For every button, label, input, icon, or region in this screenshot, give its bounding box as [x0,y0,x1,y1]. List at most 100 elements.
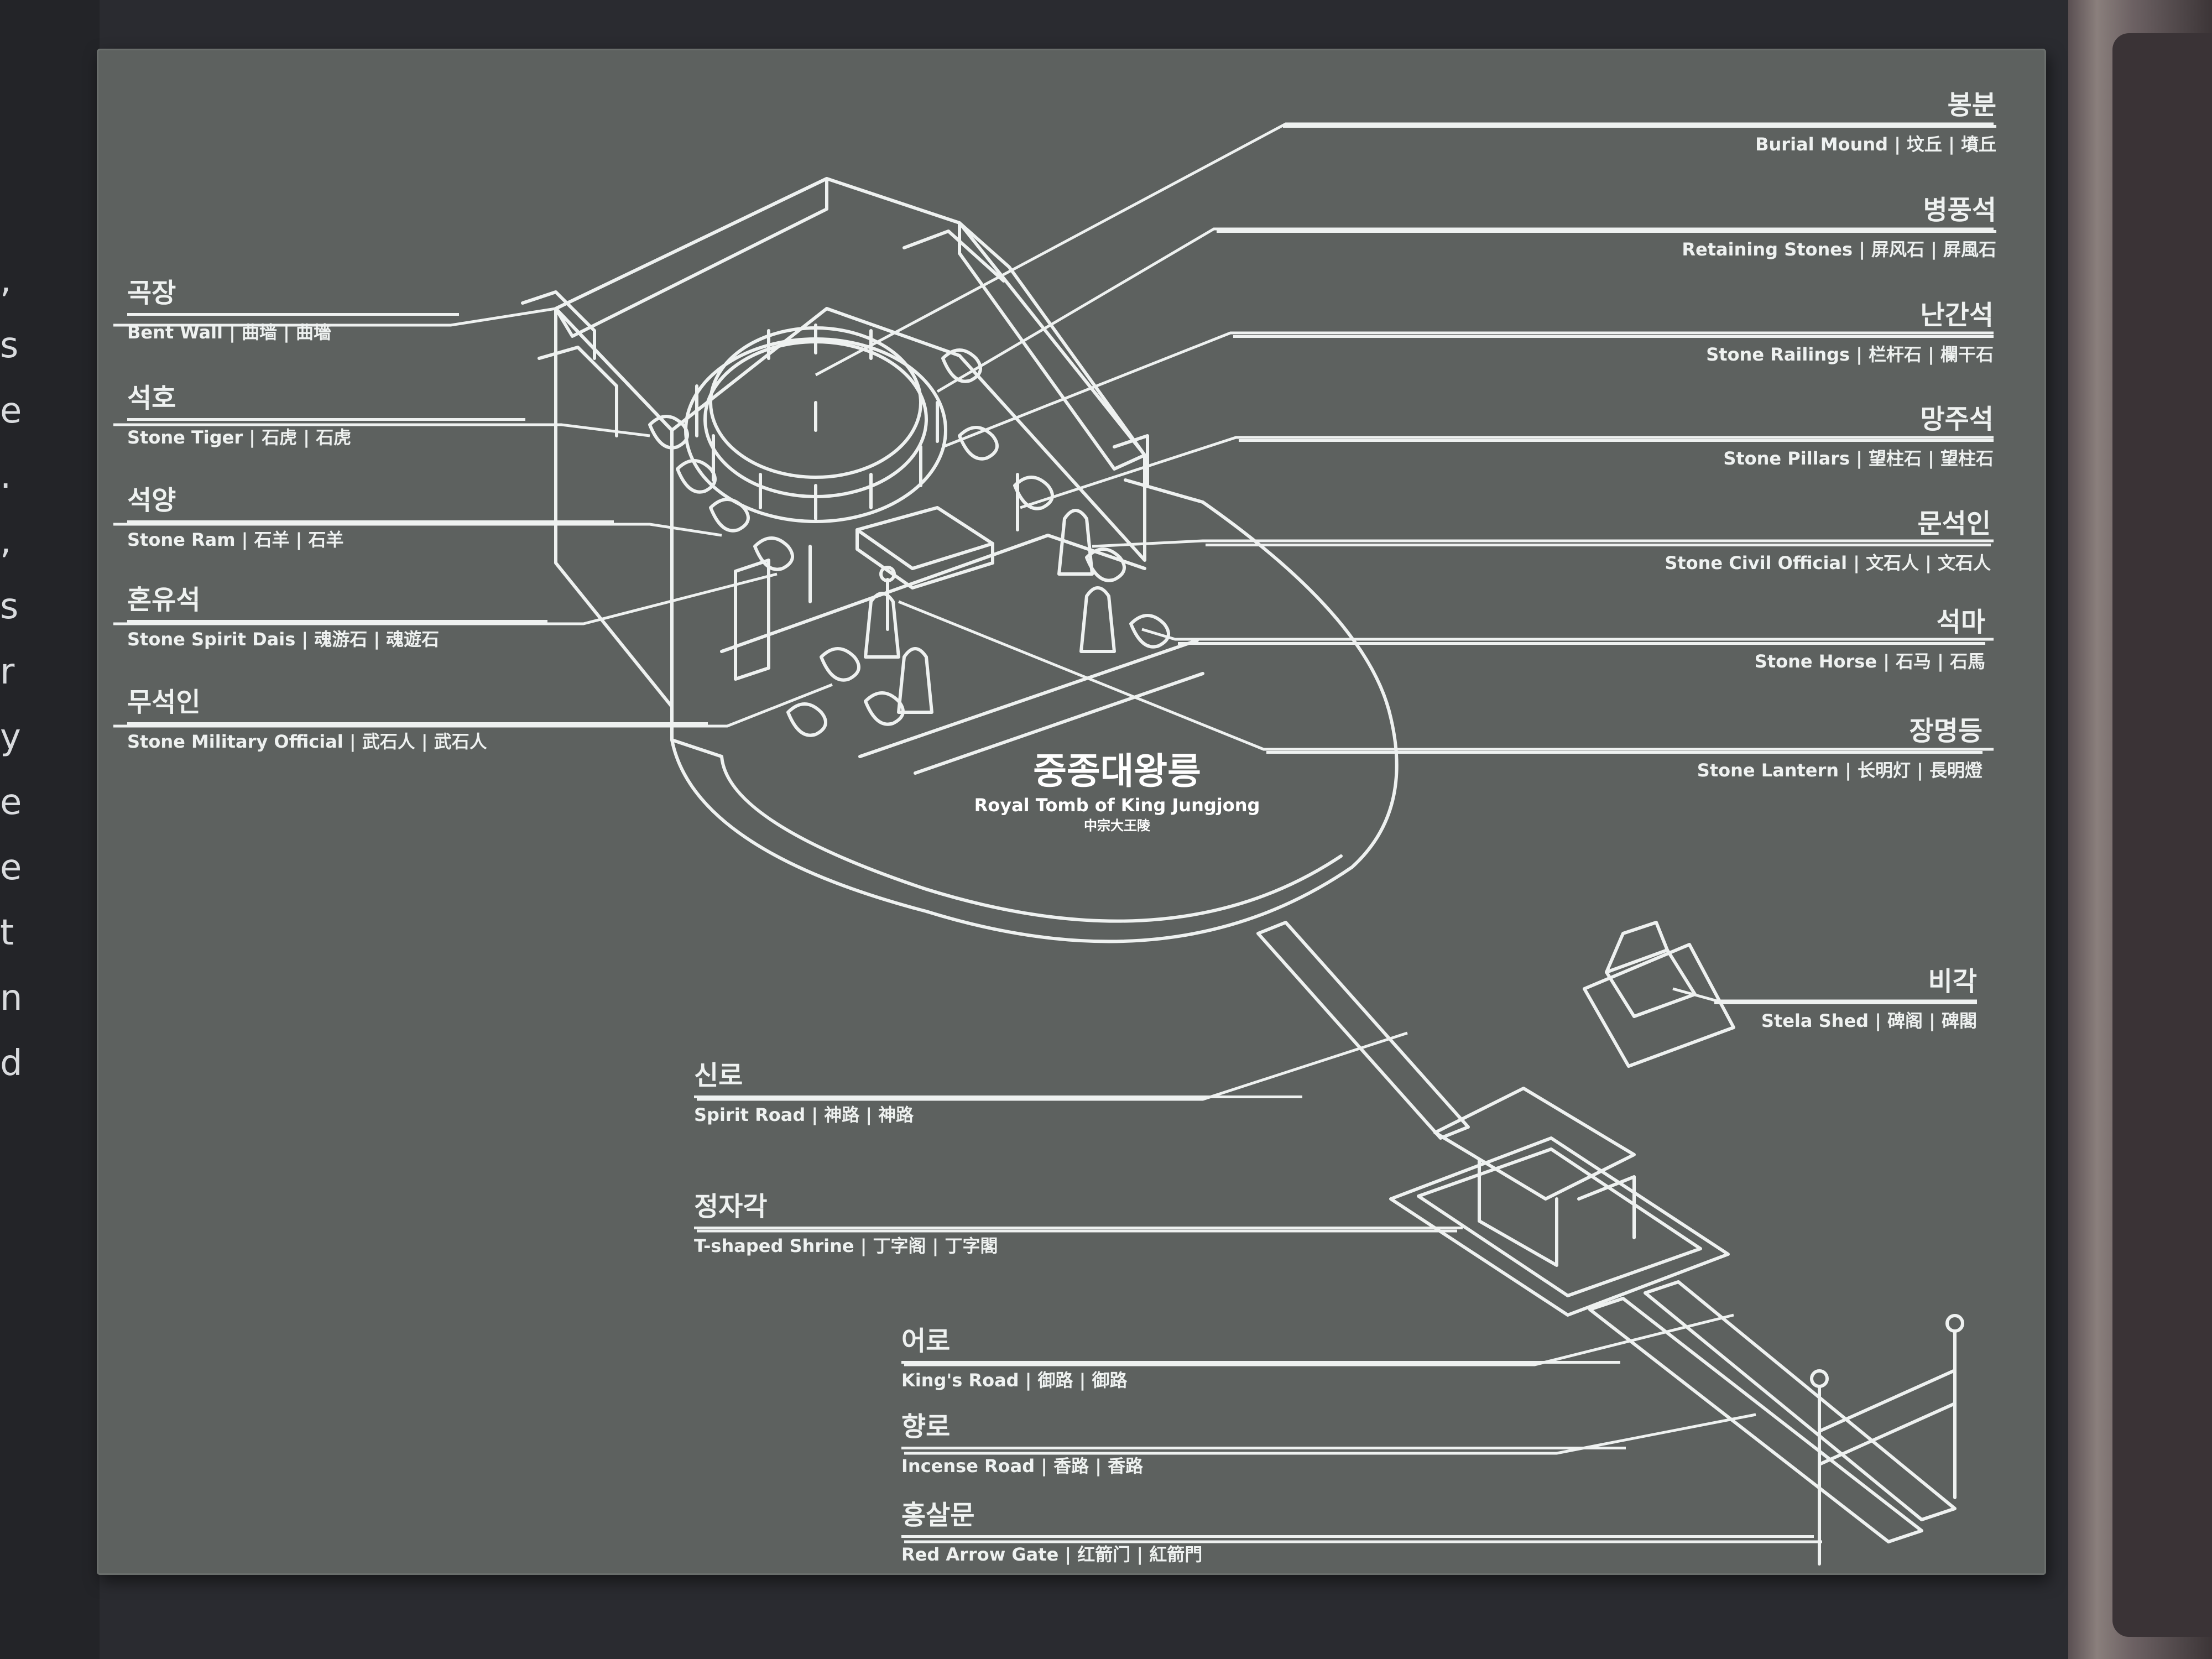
label-ko: 석양 [127,485,176,516]
label-rule [127,520,614,523]
leader-lantern-line [898,600,1994,751]
label-ko: 장명등 [1909,716,1983,747]
stela-shed-base [1583,943,1735,1068]
label-bent-wall: 곡장 Bent Wall | 曲墙 | 曲墻 [127,276,459,343]
label-kings-road: 어로 King's Road | 御路 | 御路 [901,1324,1620,1391]
leader-civil-line [1092,539,1994,548]
label-rule [127,620,547,623]
bent-wall-right [958,221,1146,471]
label-en: Burial Mound | 坟丘 | 墳丘 [1755,134,1996,155]
label-ko: 석마 [1936,607,1985,638]
outer-fence-base [670,738,1343,923]
label-rule [127,313,459,316]
label-stone-pillars: 망주석 Stone Pillars | 望柱石 | 望柱石 [1239,403,1994,469]
label-stone-horse: 석마 Stone Horse | 石马 | 石馬 [1178,606,1985,672]
label-spirit-road: 신로 Spirit Road | 神路 | 神路 [694,1059,1302,1126]
label-rule [127,722,708,725]
bent-wall-top [554,177,828,338]
left-edge-char: e [0,847,22,888]
terrace-line [720,534,1146,653]
label-en: Stone Military Official | 武石人 | 武石人 [127,731,487,752]
label-ko: 난간석 [1920,300,1994,331]
label-ko: 석호 [127,383,176,414]
wall-cap-mid [734,559,770,681]
label-en: Incense Road | 香路 | 香路 [901,1455,1144,1477]
leader-incense-road-line [904,1413,1756,1455]
left-edge-char: , [0,521,12,562]
wall-cap-right-b [1113,434,1149,487]
incense-road [1644,1280,1957,1521]
leader-spirit-road-line [697,1031,1408,1101]
label-stone-tiger: 석호 Stone Tiger | 石虎 | 石虎 [127,382,525,448]
label-rule [901,1361,1620,1364]
leader-military-line [113,683,833,728]
frame-inner [2112,33,2212,1637]
label-stone-spirit-dais: 혼유석 Stone Spirit Dais | 魂游石 | 魂遊石 [127,583,547,650]
spirit-road [1256,921,1470,1140]
label-stone-lantern: 장명등 Stone Lantern | 长明灯 | 長明燈 [1266,714,1983,781]
left-edge-char: n [0,978,23,1019]
label-en: Stone Horse | 石马 | 石馬 [1754,651,1985,672]
label-rule [1217,230,1996,233]
left-edge-char: . [0,456,12,497]
sign-board [97,49,2046,1575]
left-edge-char: e [0,782,22,823]
label-burial-mound: 봉분 Burial Mound | 坟丘 | 墳丘 [1283,88,1996,155]
leader-burial-mound-line [815,122,1994,377]
left-edge-char: r [0,651,15,692]
leader-stone-ram-line [113,523,722,537]
label-en: Stone Ram | 石羊 | 石羊 [127,529,344,550]
stone-lanterns [879,566,896,631]
label-stone-ram: 석양 Stone Ram | 石羊 | 石羊 [127,484,614,551]
label-ko: 비각 [1928,966,1977,997]
label-ko: 향로 [901,1411,951,1442]
label-en: Stela Shed | 碑阁 | 碑閣 [1761,1010,1977,1031]
label-stone-military-official: 무석인 Stone Military Official | 武石人 | 武石人 [127,686,708,753]
left-edge-char: t [0,912,14,953]
left-edge-char: e [0,390,22,431]
label-ko: 정자각 [694,1191,768,1222]
outer-fence [670,478,1399,943]
label-ko: 병풍석 [1923,195,1996,226]
leader-stela-line [1672,987,1977,1003]
label-rule [1233,335,1994,338]
tomb-illustration [97,49,1994,1566]
left-edge-char: y [0,717,21,758]
label-en: Stone Spirit Dais | 魂游石 | 魂遊石 [127,629,440,650]
left-edge-char: s [0,586,19,627]
label-en: Stone Lantern | 长明灯 | 長明燈 [1697,760,1983,781]
background-left [0,0,100,1659]
leader-bent-wall-line [113,307,556,327]
label-incense-road: 향로 Incense Road | 香路 | 香路 [901,1410,1626,1477]
label-en: Bent Wall | 曲墙 | 曲墻 [127,322,331,343]
label-stone-civil-official: 문석인 Stone Civil Official | 文石人 | 文石人 [1206,507,1991,574]
label-en: Spirit Road | 神路 | 神路 [694,1104,914,1125]
label-ko: 망주석 [1920,404,1994,435]
label-en: Stone Civil Official | 文石人 | 文石人 [1665,552,1991,573]
label-t-shaped-shrine: 정자각 T-shaped Shrine | 丁字阁 | 丁字閣 [694,1190,1463,1257]
label-ko: 홍살문 [901,1500,975,1531]
wall-cap-right [902,229,1005,283]
label-rule [901,1447,1626,1449]
label-en: Stone Railings | 栏杆石 | 欄干石 [1706,344,1994,365]
leader-kings-road-line [904,1313,1734,1366]
left-edge-char: , [0,260,12,301]
label-rule [901,1535,1814,1538]
label-rule [127,418,525,421]
left-edge-char: s [0,325,19,366]
leader-railing-line [942,331,1994,448]
shrine-roof [1433,1087,1636,1201]
kings-road [1588,1297,1923,1543]
label-rule [1178,642,1985,645]
title-cn: 中宗大王陵 [1084,818,1150,833]
label-rule [694,1227,1463,1229]
label-en: Red Arrow Gate | 红箭门 | 紅箭門 [901,1544,1203,1565]
label-rule [1283,125,1996,128]
label-ko: 곡장 [127,278,176,309]
stone-pillars [808,473,1019,603]
label-red-arrow-gate: 홍살문 Red Arrow Gate | 红箭门 | 紅箭門 [901,1499,1814,1566]
shrine-platform-inner [1417,1147,1702,1297]
leader-horse-line [1141,628,1994,641]
title-en: Royal Tomb of King Jungjong [974,795,1260,816]
left-edge-char: d [0,1043,23,1084]
